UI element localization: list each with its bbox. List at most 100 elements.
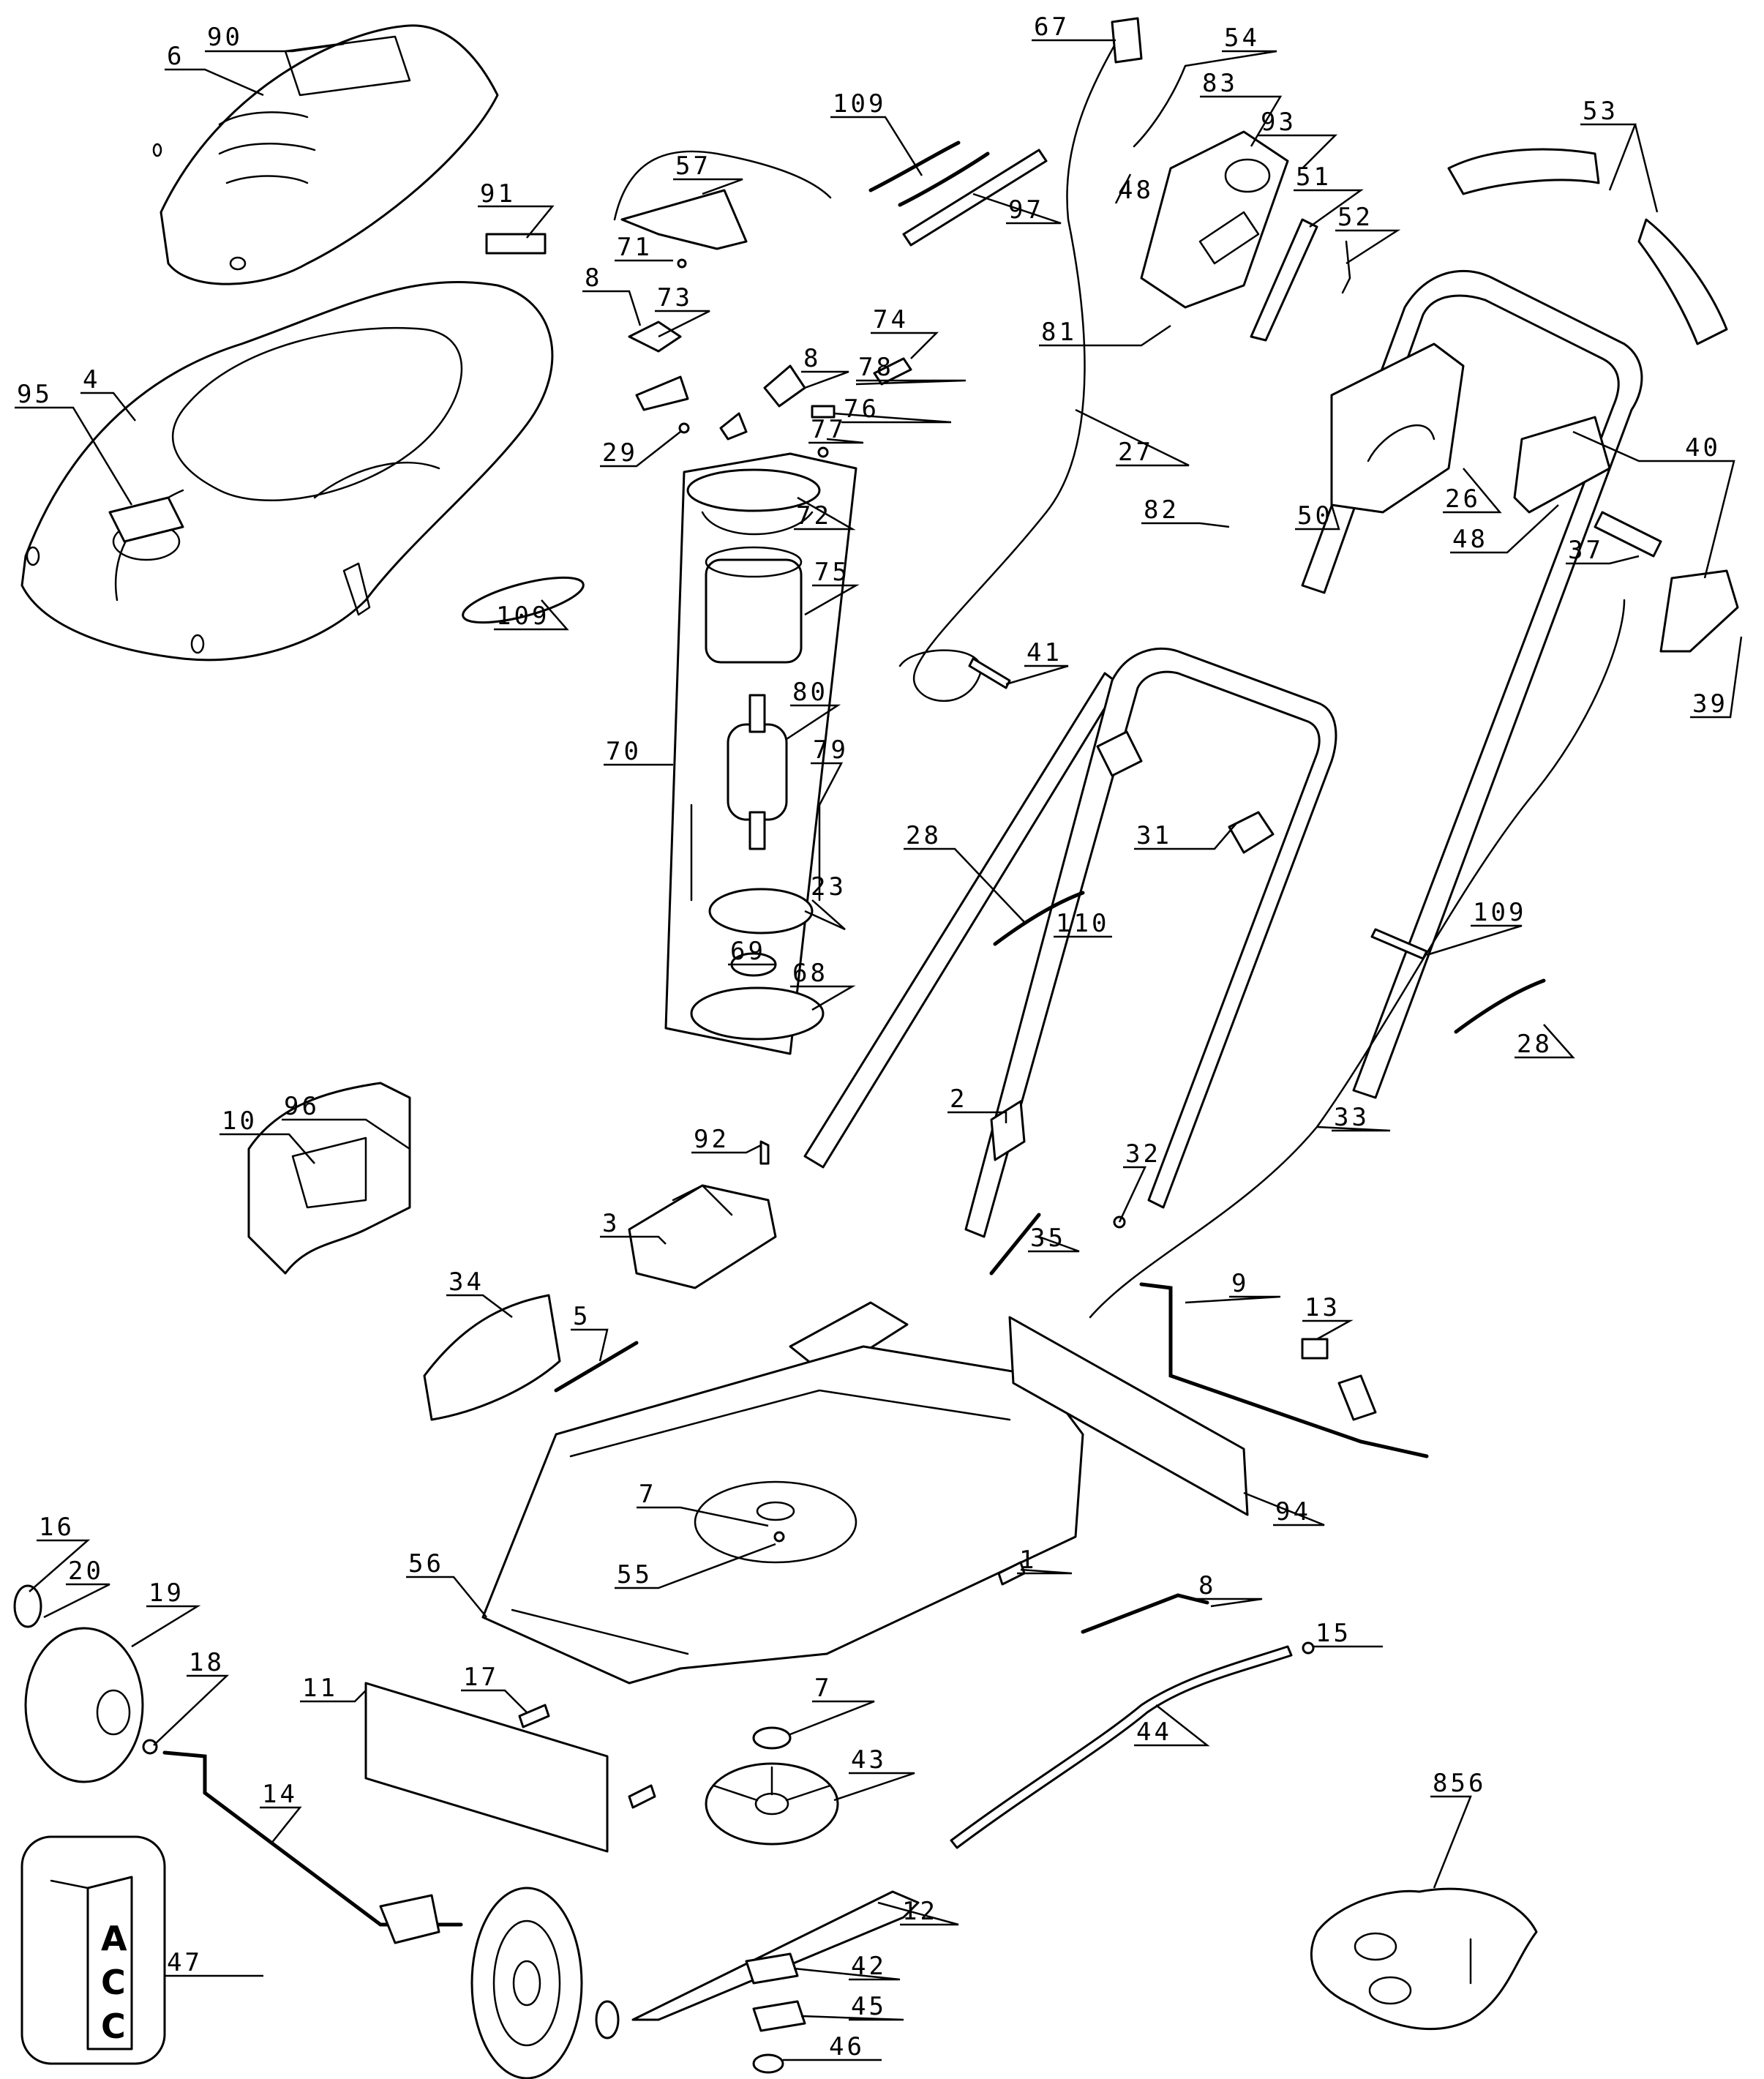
label-91-part (485, 233, 547, 255)
callout-label-69: 69 (730, 937, 766, 966)
grass-chute-part (247, 1082, 411, 1275)
callout-label-78: 78 (858, 353, 894, 382)
label-94-part (1301, 1338, 1329, 1360)
callout-label-18: 18 (189, 1648, 225, 1677)
callout-label-79: 79 (813, 735, 849, 765)
callout-label-42: 42 (851, 1952, 887, 1981)
washer-43-part (752, 1726, 792, 1750)
callout-label-46: 46 (829, 2032, 865, 2061)
spacer-45-part (745, 1952, 799, 1985)
callout-label-51: 51 (1296, 162, 1332, 192)
callout-label-56: 56 (408, 1549, 444, 1578)
hardware-bag-98-part (1310, 1887, 1538, 2031)
callout-leaders (15, 39, 1743, 2061)
callout-label-54: 54 (1224, 23, 1260, 53)
label-95-part (108, 496, 184, 543)
height-bar-14-part (950, 1645, 1293, 1849)
callout-label-15: 15 (1316, 1619, 1351, 1648)
callout-label-6: 6 (167, 42, 184, 71)
callout-label-20: 20 (68, 1557, 104, 1586)
callout-label-48: 48 (1452, 525, 1488, 554)
rod-9-part (554, 1341, 639, 1393)
clip-11-part (518, 1704, 550, 1728)
cable-tie-part (898, 151, 990, 207)
callout-label-28: 28 (1517, 1030, 1553, 1059)
callout-label-19: 19 (149, 1578, 184, 1608)
callout-label-92: 92 (694, 1125, 729, 1154)
acc-label: ACC (101, 1919, 127, 2046)
cable-83-part (1133, 64, 1187, 148)
top-cover-part (152, 24, 499, 285)
callout-label-47: 47 (167, 1948, 203, 1977)
callout-label-83: 83 (1202, 69, 1238, 98)
switch-cable-part (898, 35, 1121, 703)
deck-1-part (481, 1345, 1084, 1685)
callout-label-27: 27 (1118, 438, 1154, 467)
callout-label-109: 109 (496, 602, 549, 631)
lower-handle-frame-part (964, 647, 1337, 1238)
callout-label-33: 33 (1334, 1103, 1370, 1132)
callout-label-109: 109 (1473, 898, 1526, 927)
callout-label-71: 71 (617, 233, 653, 262)
callout-label-14: 14 (262, 1780, 298, 1809)
callout-label-77: 77 (811, 415, 847, 444)
washer-17-part (142, 1739, 158, 1755)
lever-39-part (1594, 511, 1662, 558)
spring-15-part (1081, 1593, 1209, 1634)
callout-label-8: 8 (803, 344, 821, 373)
clip-part (628, 1784, 656, 1809)
cable-tie-part (868, 141, 961, 192)
clip-28-part (1370, 928, 1428, 960)
callout-label-29: 29 (602, 438, 638, 468)
callout-label-13: 13 (1305, 1293, 1340, 1322)
motor-assembly-part (664, 452, 857, 1055)
callout-label-39: 39 (1692, 689, 1728, 719)
fan-44-part (705, 1762, 839, 1846)
callout-label-23: 23 (811, 872, 847, 902)
acc-letter: C (101, 1963, 126, 2002)
accessory-box-856-part (20, 1835, 166, 2065)
callout-label-1: 1 (1019, 1546, 1037, 1575)
bracket-32-part (990, 1100, 1026, 1161)
front-flap-7-part (364, 1682, 609, 1853)
rear-axle-13-part (1139, 1282, 1429, 1458)
callout-label-37: 37 (1568, 536, 1604, 565)
callout-label-7: 7 (814, 1674, 832, 1703)
callout-label-76: 76 (844, 394, 879, 424)
callout-label-10: 10 (222, 1106, 258, 1136)
callout-label-16: 16 (39, 1513, 75, 1542)
callout-label-97: 97 (1008, 195, 1044, 225)
cable-tie-part (993, 891, 1085, 946)
acc-letter: A (101, 1919, 127, 1958)
callout-label-52: 52 (1337, 203, 1373, 232)
screw-3-part (759, 1140, 770, 1165)
power-cord-part (613, 150, 832, 250)
callout-label-91: 91 (480, 179, 516, 209)
callout-label-41: 41 (1027, 638, 1062, 667)
callout-label-48: 48 (1118, 176, 1154, 205)
callout-label-8: 8 (1198, 1571, 1216, 1600)
callout-label-57: 57 (675, 151, 711, 181)
nut-47-part (752, 2053, 784, 2074)
callout-label-35: 35 (1030, 1224, 1066, 1253)
callout-label-44: 44 (1136, 1717, 1172, 1747)
upper-handle-part (1301, 269, 1643, 1099)
front-wheel-part (470, 1887, 620, 2079)
callout-label-17: 17 (463, 1663, 499, 1692)
rear-flap-7-part (1008, 1316, 1249, 1516)
switch-54-part (1111, 17, 1143, 64)
acc-letter: C (101, 2007, 126, 2046)
callout-label-109: 109 (833, 89, 886, 119)
rear-flap-5-part (423, 1294, 561, 1421)
sleeve-97-part (902, 149, 1048, 247)
callout-label-75: 75 (814, 558, 850, 587)
front-axle-12-bracket-part (379, 1894, 440, 1944)
callout-label-90: 90 (207, 23, 243, 52)
callout-label-70: 70 (606, 737, 642, 766)
callout-label-9: 9 (1231, 1269, 1249, 1298)
switch-box-part (1140, 130, 1351, 342)
switch-housing-part (1330, 342, 1465, 514)
callout-label-3: 3 (602, 1209, 620, 1238)
callout-label-82: 82 (1144, 495, 1179, 525)
